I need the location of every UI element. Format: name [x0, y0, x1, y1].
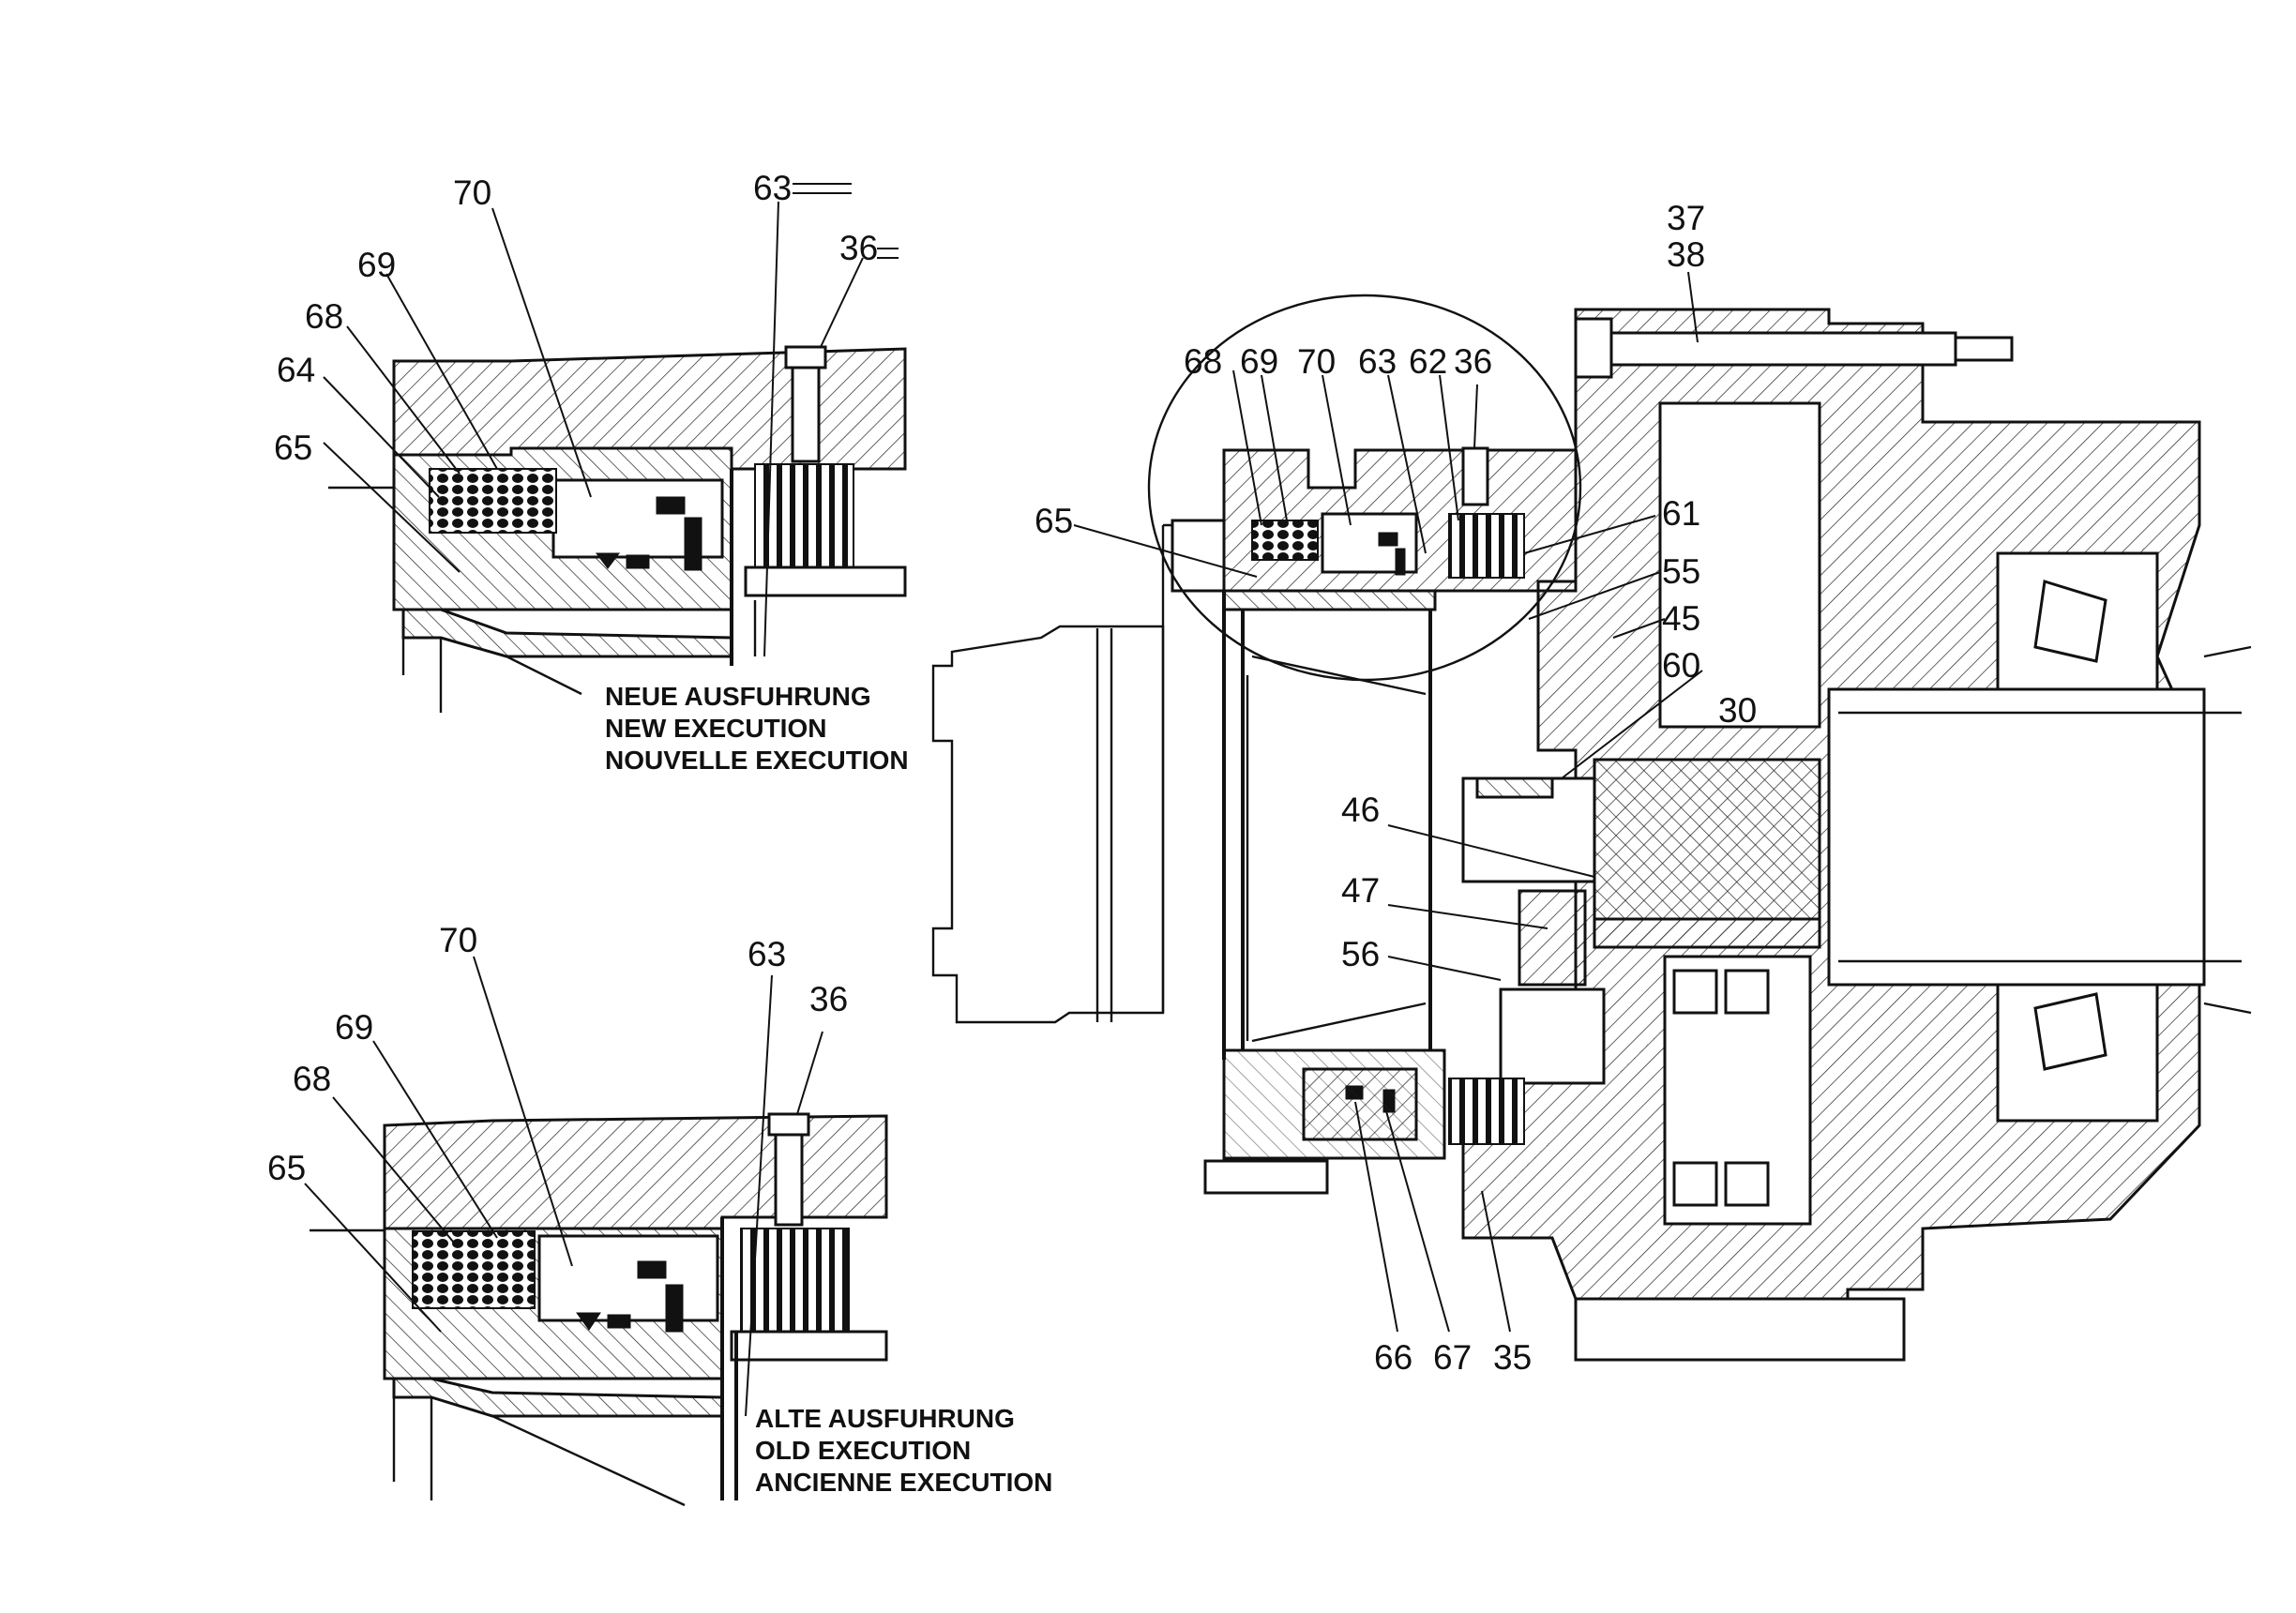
old-spring-stack [412, 1230, 536, 1309]
new-label-70: 70 [453, 173, 491, 212]
tapered-bearing-bottom [2033, 992, 2107, 1071]
disc-pack-lower [1448, 1078, 1525, 1145]
planet-carrier [1593, 917, 1821, 949]
lower-brake-bolt [1203, 1159, 1329, 1195]
old-label-63: 63 [748, 935, 786, 973]
planet-bearing-b [1724, 969, 1770, 1015]
gear-47 [1518, 889, 1587, 987]
detail-new-execution: 70 69 68 64 65 63 36 NEUE AUSFUHRUNG NEW… [274, 169, 909, 775]
main-label-45: 45 [1662, 599, 1700, 638]
old-label-69: 69 [335, 1008, 373, 1047]
bottom-flange [1574, 1297, 1906, 1362]
main-label-69: 69 [1240, 342, 1278, 381]
gear-56 [1499, 987, 1606, 1085]
main-label-36: 36 [1454, 342, 1492, 381]
old-housing-top [383, 1114, 888, 1230]
detail-circle [1147, 294, 1582, 682]
main-bolt-36 [1461, 446, 1489, 506]
old-caption-fr: ANCIENNE EXECUTION [755, 1468, 1052, 1497]
main-bolt-37-38 [1588, 331, 1957, 367]
main-label-67: 67 [1433, 1338, 1472, 1377]
main-label-37: 37 [1667, 199, 1705, 237]
new-seal-c [596, 552, 620, 569]
main-label-66: 66 [1374, 1338, 1412, 1377]
main-seal-2 [1395, 548, 1406, 576]
tapered-bearing-top [2033, 580, 2107, 663]
output-shaft-bore [1827, 687, 2206, 987]
main-spring-stack [1251, 520, 1319, 561]
old-label-68: 68 [293, 1060, 331, 1098]
sun-gear-30 [1593, 758, 1821, 921]
old-label-70: 70 [439, 921, 477, 959]
main-label-63: 63 [1358, 342, 1397, 381]
main-label-70: 70 [1297, 342, 1336, 381]
planet-bearing-c [1672, 1161, 1718, 1207]
old-disc-pack [740, 1228, 850, 1333]
brake-body-lower [1222, 589, 1437, 611]
main-label-30: 30 [1718, 691, 1757, 730]
main-label-46: 46 [1341, 791, 1380, 829]
planet-bearing-d [1724, 1161, 1770, 1207]
new-caption-fr: NOUVELLE EXECUTION [605, 746, 909, 775]
old-label-36: 36 [809, 980, 848, 1018]
new-disc-carrier [744, 565, 907, 597]
main-disc-pack [1448, 513, 1525, 579]
new-seal-d [626, 554, 650, 569]
old-lower-step [392, 1377, 724, 1418]
new-seal-b [684, 517, 702, 571]
new-seal-a [656, 496, 686, 515]
new-label-36: 36 [839, 229, 878, 267]
old-disc-carrier [730, 1330, 888, 1362]
old-seal-a [637, 1260, 667, 1279]
new-lower-step [401, 608, 733, 658]
main-label-38: 38 [1667, 235, 1705, 274]
new-bolt-shank [791, 366, 821, 463]
main-label-35: 35 [1493, 1338, 1532, 1377]
detail-old-execution: 70 69 68 65 63 36 ALTE AUSFUHRUNG OLD EX… [267, 921, 1052, 1507]
main-bolt-head [1574, 317, 1613, 379]
lower-flange [1222, 1048, 1446, 1160]
new-spring-stack [429, 468, 557, 534]
old-label-65: 65 [267, 1149, 306, 1187]
main-label-47: 47 [1341, 871, 1380, 910]
main-label-55: 55 [1662, 552, 1700, 591]
old-seal-b [665, 1284, 684, 1333]
main-label-62: 62 [1409, 342, 1447, 381]
main-seal-1 [1378, 532, 1398, 547]
main-bolt-tip [1954, 336, 2014, 362]
new-label-68: 68 [305, 297, 343, 336]
motor-outline [931, 625, 1165, 1024]
old-seal-d [607, 1314, 631, 1329]
old-seal-c [576, 1312, 601, 1331]
new-caption-de: NEUE AUSFUHRUNG [605, 682, 871, 711]
main-section-view: 37 38 68 69 70 63 62 36 65 46 47 56 61 5… [931, 199, 2252, 1377]
planet-bearing-a [1672, 969, 1718, 1015]
new-caption-en: NEW EXECUTION [605, 714, 826, 743]
main-label-65: 65 [1035, 502, 1073, 540]
new-label-69: 69 [357, 246, 396, 284]
planet-bore-top [1658, 401, 1821, 729]
main-label-61: 61 [1662, 494, 1700, 533]
new-disc-pack [754, 463, 854, 568]
main-label-56: 56 [1341, 935, 1380, 973]
new-bolt-head [784, 345, 827, 369]
input-coupling [1475, 776, 1554, 799]
old-bolt-shank [774, 1133, 804, 1227]
main-label-68: 68 [1184, 342, 1222, 381]
new-label-64: 64 [277, 351, 315, 389]
old-bolt-head [767, 1112, 810, 1137]
new-label-65: 65 [274, 429, 312, 467]
old-caption-en: OLD EXECUTION [755, 1436, 971, 1465]
new-label-63: 63 [753, 169, 792, 207]
old-caption-de: ALTE AUSFUHRUNG [755, 1404, 1015, 1433]
main-label-60: 60 [1662, 646, 1700, 685]
